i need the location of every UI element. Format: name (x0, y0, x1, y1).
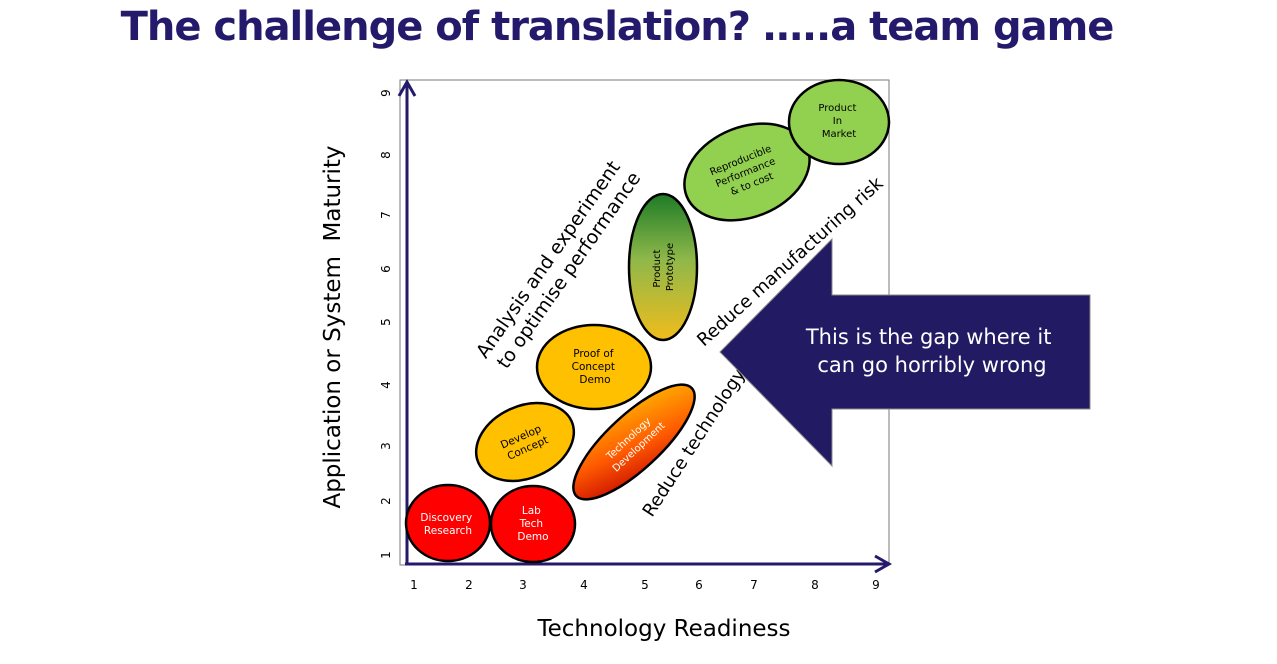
stage-poc-line: Proof of (573, 348, 614, 360)
x-tick-label: 1 (410, 578, 418, 592)
stage-techdev: Technology Development (572, 383, 696, 501)
y-tick-label: 2 (379, 497, 393, 505)
svg-text:Product Prototype: Product Prototype (652, 243, 676, 291)
stage-poc: Proof of Concept Demo (535, 323, 653, 411)
stage-develop-shape (474, 401, 576, 483)
svg-text:Proof of Concept D: Proof of Concept Demo (572, 348, 619, 386)
y-tick-label: 5 (379, 318, 393, 326)
y-tick-label: 1 (379, 551, 393, 559)
y-tick-label: 9 (379, 89, 393, 97)
gap-callout-line: can go horribly wrong (817, 353, 1046, 377)
stage-techdev-shape (572, 383, 696, 501)
stage-lab-line: Demo (517, 531, 548, 543)
y-axis-arrowhead (397, 78, 417, 97)
y-tick-labels: 1 2 3 4 5 6 7 8 9 (379, 89, 393, 559)
y-tick-label: 6 (379, 265, 393, 273)
x-tick-label: 9 (872, 578, 880, 592)
x-tick-label: 2 (465, 578, 473, 592)
stage-poc-shape (535, 323, 653, 411)
y-tick-label: 4 (379, 381, 393, 389)
y-tick-label: 7 (379, 211, 393, 219)
stage-lab: Lab Tech Demo (489, 484, 577, 564)
x-tick-label: 7 (750, 578, 758, 592)
stage-lab-line: Tech (519, 518, 544, 530)
stage-prototype-shape (627, 192, 699, 342)
x-axis-arrowhead (874, 554, 893, 574)
stage-market-line: Market (822, 129, 856, 140)
stage-prototype-line: Product (652, 250, 663, 288)
stage-market-line: Product (818, 103, 856, 114)
x-tick-label: 3 (519, 578, 527, 592)
stage-discovery-line: Research (424, 525, 472, 537)
svg-text:This is the gap where it: This is the gap where it can go horribly… (805, 325, 1058, 377)
stage-market-shape (787, 78, 891, 166)
stage-develop: Develop Concept (474, 401, 576, 483)
svg-text:Product In Market: Product In Market (818, 103, 859, 140)
x-tick-labels: 1 2 3 4 5 6 7 8 9 (410, 578, 880, 592)
stage-poc-line: Demo (579, 374, 610, 386)
gap-callout: This is the gap where it can go horribly… (719, 237, 1091, 468)
svg-text:Lab Tech Demo: Lab Tech Demo (517, 505, 548, 543)
stage-discovery-line: Discovery (420, 512, 472, 524)
stage-reproducible: Reproducible Performance & to cost (683, 122, 811, 222)
y-tick-label: 3 (379, 442, 393, 450)
svg-text:Discovery Research: Discovery Research (420, 512, 475, 537)
x-axis-label: Technology Readiness (536, 616, 790, 642)
slide-title: The challenge of translation? …..a team … (120, 4, 1115, 50)
x-tick-label: 8 (811, 578, 819, 592)
x-tick-label: 5 (641, 578, 649, 592)
y-axis-label: Application or System Maturity (320, 145, 346, 508)
stage-market: Product In Market (787, 78, 891, 166)
y-tick-label: 8 (379, 151, 393, 159)
x-tick-label: 4 (580, 578, 588, 592)
stage-discovery: Discovery Research (404, 483, 492, 563)
x-tick-label: 6 (695, 578, 703, 592)
stage-poc-line: Concept (572, 361, 615, 373)
stage-prototype: Product Prototype (627, 192, 699, 342)
gap-arrow-shape (719, 237, 1091, 468)
stage-prototype-line: Prototype (665, 243, 676, 291)
stage-market-line: In (833, 116, 842, 127)
stage-lab-line: Lab (522, 505, 541, 517)
stage-lab-shape (489, 484, 577, 564)
axes (397, 78, 893, 574)
gap-callout-line: This is the gap where it (805, 325, 1052, 349)
